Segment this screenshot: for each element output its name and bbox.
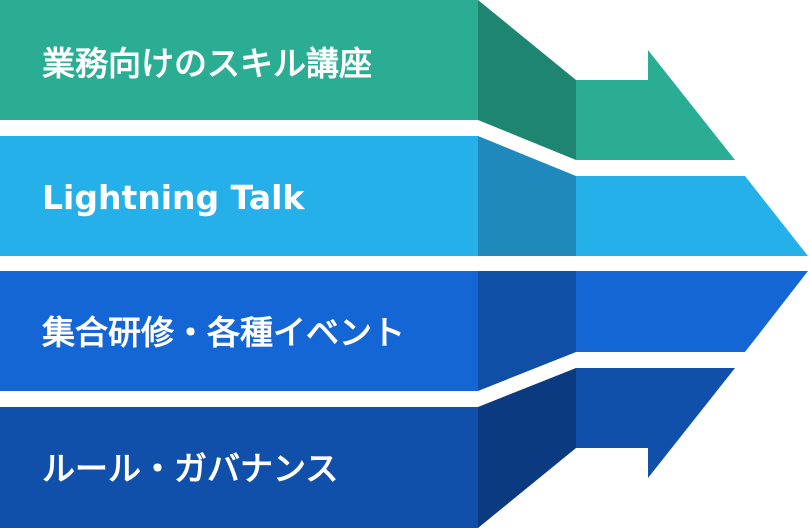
band-3-arrow-segment xyxy=(576,271,808,352)
band-1-body xyxy=(0,0,478,120)
band-4-fold xyxy=(478,368,576,528)
band-2: Lightning Talk xyxy=(0,136,808,256)
band-3: 集合研修・各種イベント xyxy=(0,271,808,391)
band-2-arrow-segment xyxy=(576,176,808,256)
band-1-arrow-segment xyxy=(576,50,735,160)
band-3-body xyxy=(0,271,478,391)
band-3-fold xyxy=(478,271,576,391)
band-2-fold xyxy=(478,136,576,256)
band-4: ルール・ガバナンス xyxy=(0,368,735,528)
band-1-fold xyxy=(478,0,576,160)
band-2-label: Lightning Talk xyxy=(42,178,305,217)
band-4-arrow-segment xyxy=(576,368,735,478)
band-4-label: ルール・ガバナンス xyxy=(42,449,338,488)
band-1-label: 業務向けのスキル講座 xyxy=(42,44,372,83)
band-2-body xyxy=(0,136,478,256)
band-4-body xyxy=(0,407,478,528)
band-3-label: 集合研修・各種イベント xyxy=(41,313,405,352)
band-1: 業務向けのスキル講座 xyxy=(0,0,735,160)
